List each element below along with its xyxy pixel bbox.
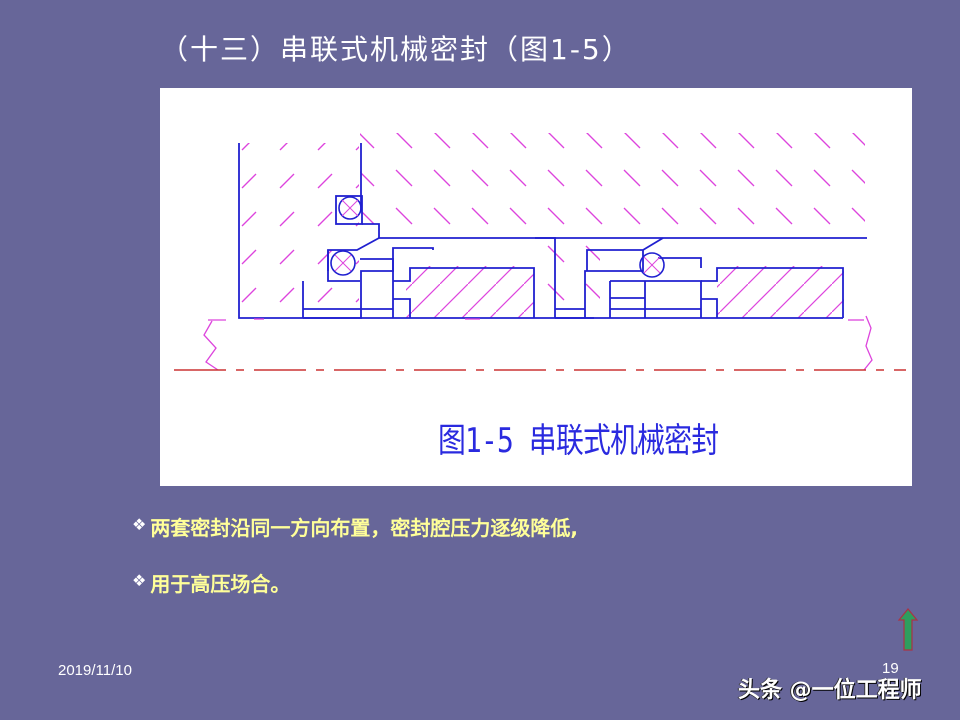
o-rings — [330, 196, 665, 278]
seal-ring-1-hatch — [406, 266, 534, 318]
footer-date: 2019/11/10 — [58, 662, 132, 679]
outline-lines — [238, 143, 867, 319]
up-arrow-icon — [897, 608, 919, 651]
up-arrow-nav-button[interactable] — [897, 607, 919, 657]
bullet-list: ❖ 两套密封沿同一方向布置，密封腔压力逐级降低, ❖ 用于高压场合。 — [132, 512, 578, 624]
bullet-text: 两套密封沿同一方向布置，密封腔压力逐级降低, — [150, 516, 578, 540]
bullet-item: ❖ 两套密封沿同一方向布置，密封腔压力逐级降低, — [132, 512, 578, 568]
housing-hatch — [360, 133, 865, 238]
seal-cross-section-drawing — [174, 133, 906, 371]
slide-title: （十三）串联式机械密封（图1-5） — [160, 33, 632, 66]
diamond-bullet-icon: ❖ — [132, 515, 147, 534]
gland-hatch — [239, 143, 359, 320]
shaft-break-marks — [203, 315, 873, 371]
diamond-bullet-icon: ❖ — [132, 571, 147, 590]
seal-ring-2-hatch — [717, 266, 844, 318]
figure-tandem-mechanical-seal: 图1-5 串联式机械密封 — [160, 88, 912, 486]
bullet-item: ❖ 用于高压场合。 — [132, 568, 578, 624]
page-number: 19 — [882, 660, 899, 677]
watermark: 头条 @一位工程师 — [738, 678, 922, 703]
figure-caption: 图1-5 串联式机械密封 — [438, 421, 719, 461]
bullet-text: 用于高压场合。 — [150, 572, 291, 596]
